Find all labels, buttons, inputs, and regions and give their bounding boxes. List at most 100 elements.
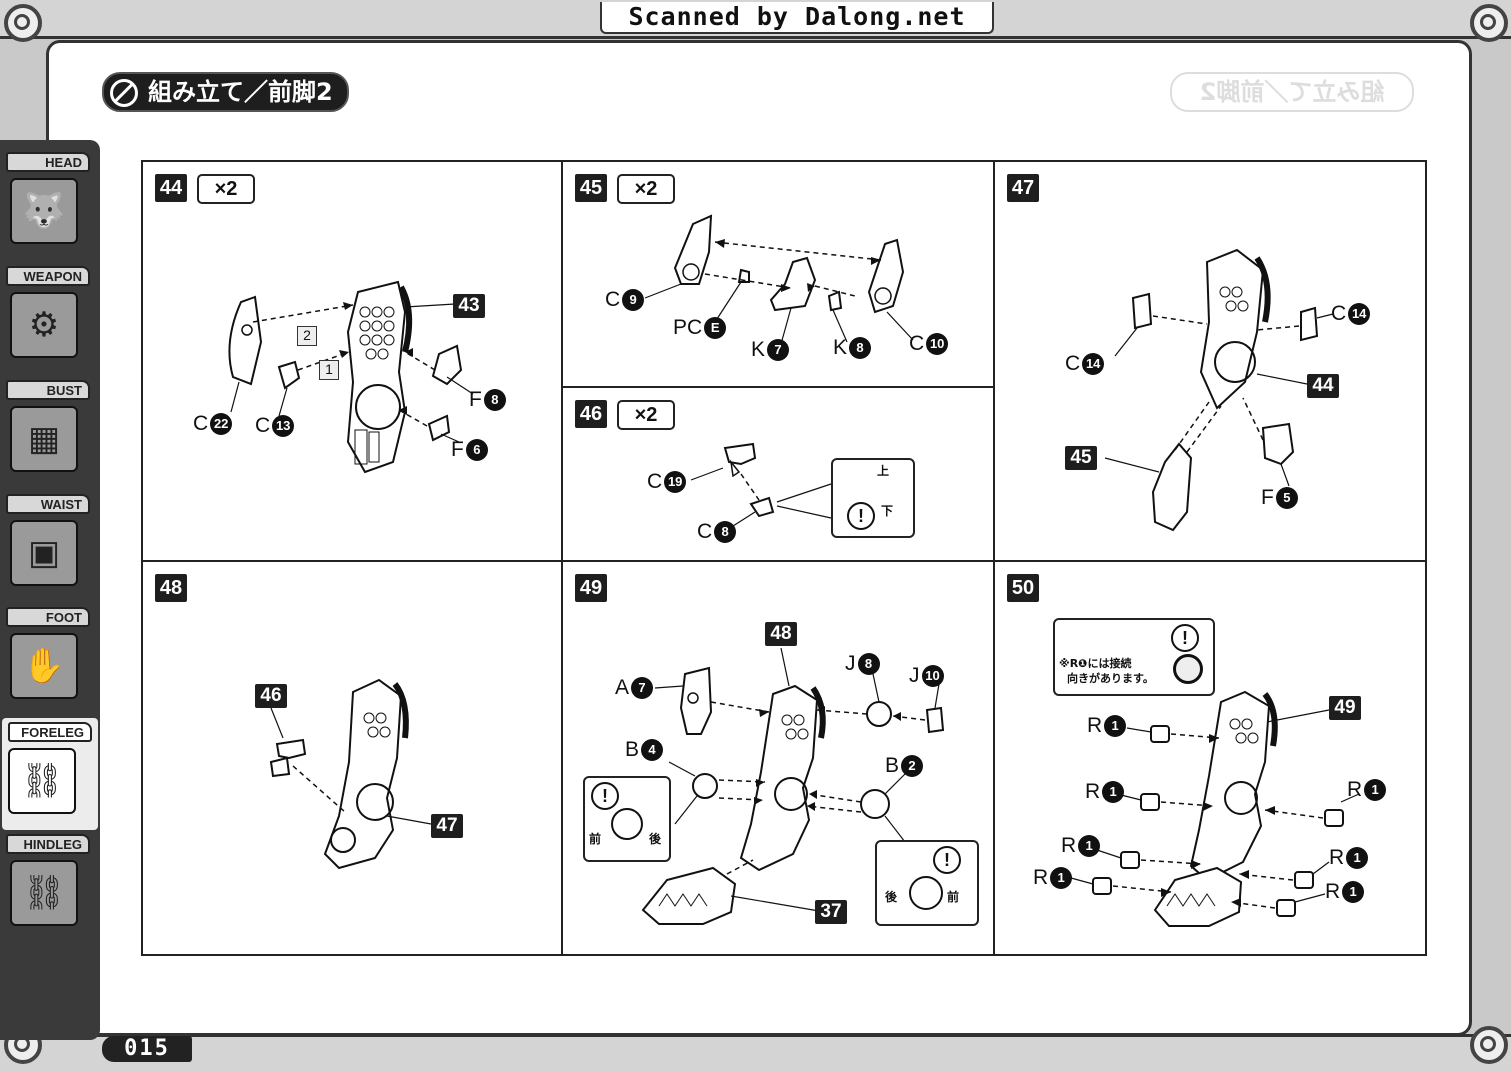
- step-number: 49: [575, 574, 607, 602]
- assembly-order-2: 2: [297, 326, 317, 346]
- reference-step-45: 45: [1065, 446, 1097, 470]
- scan-credit: Scanned by Dalong.net: [600, 2, 994, 34]
- corner-bolt-icon: [1470, 4, 1508, 42]
- step-49-diagram: [641, 647, 945, 925]
- step-44-diagram: [228, 280, 474, 474]
- wrench-icon: [110, 79, 138, 107]
- down-label: 下: [881, 504, 894, 518]
- step-44-panel: 44 ×2: [141, 160, 563, 562]
- sidebar-item-label: BUST: [6, 380, 90, 400]
- sidebar-item-label: FOOT: [6, 607, 90, 627]
- step-number: 50: [1007, 574, 1039, 602]
- step-number: 45: [575, 174, 607, 202]
- front-label: 前: [947, 890, 960, 904]
- bleed-through-title: 組み立て／前脚2: [1170, 72, 1414, 112]
- orientation-note: 上 ! 下: [831, 458, 915, 538]
- caution-icon: !: [933, 846, 961, 874]
- step-47-diagram: [1104, 248, 1334, 532]
- page-number: 015: [102, 1036, 192, 1062]
- hindleg-icon: ⛓: [10, 860, 78, 926]
- caution-icon: !: [591, 782, 619, 810]
- reference-step-44: 44: [1307, 374, 1339, 398]
- head-icon: 🐺: [10, 178, 78, 244]
- step-number: 48: [155, 574, 187, 602]
- sidebar-item-waist[interactable]: WAIST ▣: [6, 494, 90, 598]
- waist-icon: ▣: [10, 520, 78, 586]
- sidebar-item-label: FORELEG: [8, 722, 92, 742]
- sidebar-item-head[interactable]: HEAD 🐺: [6, 152, 90, 256]
- foreleg-icon: ⛓: [8, 748, 76, 814]
- sidebar-item-weapon[interactable]: WEAPON ⚙: [6, 266, 90, 370]
- orientation-note-left: ! 前 後: [583, 776, 671, 862]
- section-title-text: 組み立て／前脚2: [148, 78, 333, 106]
- sidebar-item-label: WAIST: [6, 494, 90, 514]
- foot-icon: ✋: [10, 633, 78, 699]
- bottom-frame-bar: [0, 1034, 1511, 1071]
- section-title: 組み立て／前脚2: [102, 72, 349, 112]
- step-48-panel: 48 46 47: [141, 560, 563, 956]
- reference-step-47: 47: [431, 814, 463, 838]
- step-50-diagram: [1070, 690, 1360, 927]
- polycap-orientation-note: ※R❶には接続 向きがあります。 !: [1053, 618, 1215, 696]
- back-label: 後: [885, 890, 898, 904]
- front-label: 前: [589, 832, 602, 846]
- sidebar-item-label: WEAPON: [6, 266, 90, 286]
- step-50-panel: 50 ※R❶には接続 向きがあります。 !: [993, 560, 1427, 956]
- reference-step-43: 43: [453, 294, 485, 318]
- caution-icon: !: [1171, 624, 1199, 652]
- step-49-panel: 49: [561, 560, 995, 956]
- corner-bolt-icon: [1470, 1026, 1508, 1064]
- caution-icon: !: [847, 502, 875, 530]
- quantity-badge: ×2: [197, 174, 255, 204]
- reference-step-37: 37: [815, 900, 847, 924]
- assembly-order-1: 1: [319, 360, 339, 380]
- step-number: 46: [575, 400, 607, 428]
- reference-step-49: 49: [1329, 696, 1361, 720]
- sidebar-item-foot[interactable]: FOOT ✋: [6, 607, 90, 711]
- step-number: 47: [1007, 174, 1039, 202]
- reference-step-48: 48: [765, 622, 797, 646]
- back-label: 後: [649, 832, 662, 846]
- sidebar-item-foreleg[interactable]: FORELEG ⛓: [2, 718, 98, 830]
- bust-icon: ▦: [10, 406, 78, 472]
- polycap-diagram: [1173, 654, 1203, 684]
- sidebar-item-bust[interactable]: BUST ▦: [6, 380, 90, 484]
- reference-step-46: 46: [255, 684, 287, 708]
- sidebar-item-hindleg[interactable]: HINDLEG ⛓: [6, 834, 90, 938]
- orientation-note-right: ! 後 前: [875, 840, 979, 926]
- step-45-diagram: [644, 214, 914, 345]
- weapon-icon: ⚙: [10, 292, 78, 358]
- sidebar-item-label: HEAD: [6, 152, 90, 172]
- note-line-2: 向きがあります。: [1067, 672, 1154, 685]
- sidebar-item-label: HINDLEG: [6, 834, 90, 854]
- polycap-diagram: [611, 808, 643, 840]
- step-46-diagram: [690, 442, 900, 527]
- step-number: 44: [155, 174, 187, 202]
- up-label: 上: [877, 464, 890, 478]
